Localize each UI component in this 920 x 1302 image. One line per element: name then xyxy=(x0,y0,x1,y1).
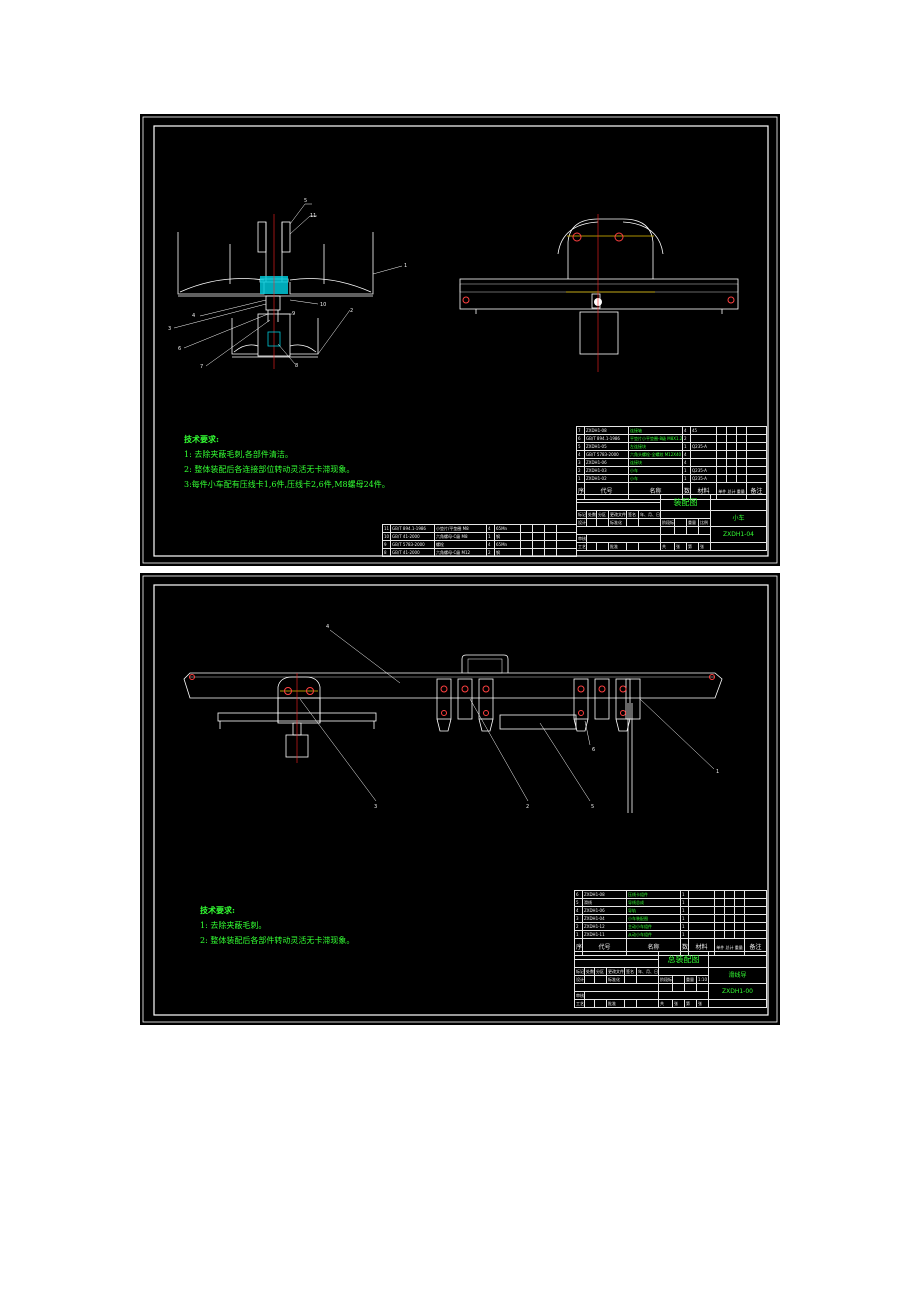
notes-heading: 技术要求: xyxy=(184,434,219,444)
callout-labels-sheet2: 4 3 2 5 6 1 xyxy=(326,624,719,810)
drawing-subject: 小车 xyxy=(710,510,767,527)
callout-label: 1 xyxy=(716,769,719,775)
callout-label: 2 xyxy=(526,804,529,810)
technical-notes-sheet1: 技术要求: 1: 去除夹蔽毛刺,各部件清洁。 2: 整体装配后各连接部位转动灵活… xyxy=(184,432,390,492)
leader-lines-sheet2 xyxy=(299,629,715,802)
callout-label: 6 xyxy=(592,747,595,753)
note-line: 1: 去除夹蔽毛刺,各部件清洁。 xyxy=(184,450,293,459)
callout-label: 8 xyxy=(295,363,298,369)
callout-label: 2 xyxy=(350,308,353,314)
notes-heading: 技术要求: xyxy=(200,905,235,915)
callout-label: 6 xyxy=(178,346,181,352)
leader-lines xyxy=(173,203,403,367)
bolt-holes xyxy=(462,232,735,304)
drawing-title: 总装配图 xyxy=(658,951,709,968)
callout-label: 9 xyxy=(292,311,295,317)
drawing-sheet-2: 4 3 2 5 6 1 技术要求: 1: 去除夹蔽毛刺。 2: 整体装配后各部件… xyxy=(140,573,780,1025)
sheet-2-drawing: 4 3 2 5 6 1 xyxy=(142,575,778,1023)
note-line: 1: 去除夹蔽毛刺。 xyxy=(200,921,267,930)
bolt-holes-sheet2 xyxy=(189,674,715,716)
drawing-number: ZXDH1-00 xyxy=(708,983,767,1000)
callout-label: 5 xyxy=(591,804,594,810)
callout-label: 11 xyxy=(310,213,316,219)
callout-label: 3 xyxy=(374,804,377,810)
callout-label: 5 xyxy=(304,198,307,204)
note-line: 2: 整体装配后各连接部位转动灵活无卡滞现象。 xyxy=(184,465,355,474)
drawing-number: ZXDH1-04 xyxy=(710,526,767,543)
note-line: 3:每件小车配有压线卡1,6件,压线卡2,6件,M8螺母24件。 xyxy=(184,480,390,489)
scale-value: 1:10 xyxy=(696,975,709,984)
rail-assembly xyxy=(183,654,723,813)
callout-labels-sheet1: 5 11 1 10 2 9 4 3 6 7 8 xyxy=(168,198,407,370)
drawing-subject: 滑线导 xyxy=(708,967,767,984)
drawing-title: 装配图 xyxy=(660,494,711,511)
callout-label: 10 xyxy=(320,302,326,308)
technical-notes-sheet2: 技术要求: 1: 去除夹蔽毛刺。 2: 整体装配后各部件转动灵活无卡滞现象。 xyxy=(200,903,354,948)
front-view-right xyxy=(459,218,739,355)
note-line: 2: 整体装配后各部件转动灵活无卡滞现象。 xyxy=(200,936,355,945)
callout-label: 7 xyxy=(200,364,203,370)
title-block-sheet1: 装配图 标记处数分区更改文件号签名年、月、日小车 设计标准化阶段标记重量比例 Z… xyxy=(576,494,767,551)
callout-label: 1 xyxy=(404,263,407,269)
callout-label: 4 xyxy=(192,313,195,319)
drawing-sheet-1: 5 11 1 10 2 9 4 3 6 7 8 xyxy=(140,114,780,566)
callout-label: 4 xyxy=(326,624,329,630)
callout-label: 3 xyxy=(168,326,171,332)
sheet-1-drawing: 5 11 1 10 2 9 4 3 6 7 8 xyxy=(142,116,778,564)
